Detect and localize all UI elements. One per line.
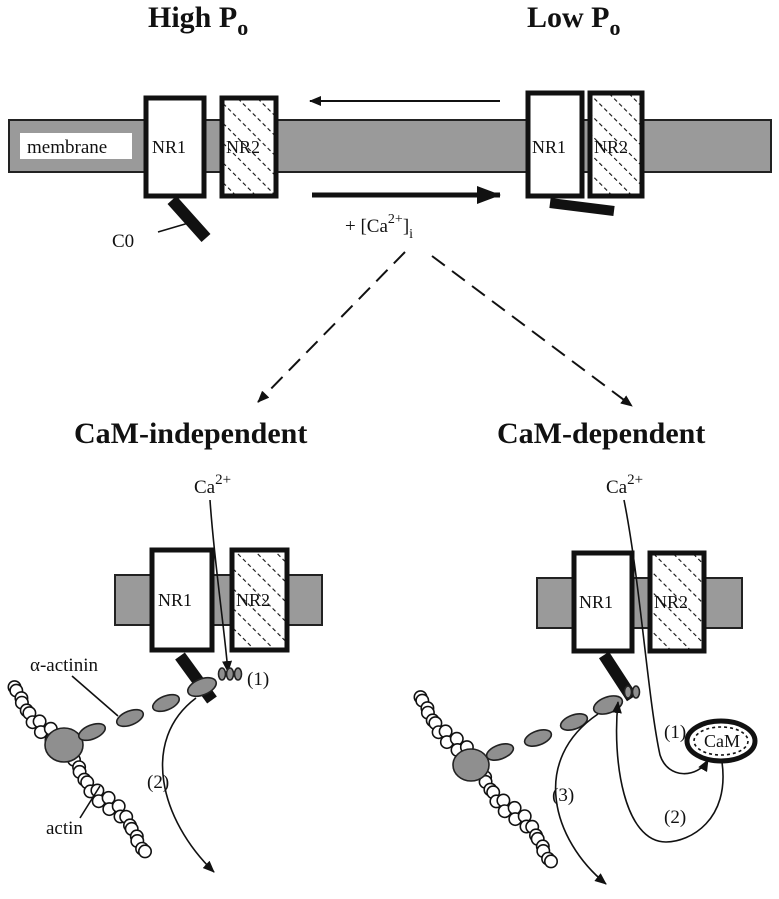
high-po-title: High Po (148, 1, 248, 40)
nr1-label-low-po: NR1 (532, 137, 566, 157)
actin-monomer (138, 844, 153, 859)
step-2-label-left: (2) (147, 772, 169, 793)
nr1-subunit-low-po (525, 90, 585, 199)
actin-pointer-left (79, 785, 101, 819)
c0-label: C0 (112, 231, 134, 252)
nr1-subunit-high-po (143, 95, 207, 199)
alpha-actinin-pointer (71, 675, 119, 717)
nr1-label-right: NR1 (579, 592, 613, 612)
c0-pointer-line (157, 221, 193, 233)
alpha-actinin-label: α-actinin (30, 655, 98, 676)
nr2-label-left: NR2 (236, 590, 270, 610)
dissociation-arrow-left (161, 697, 215, 873)
nr2-label-high-po: NR2 (226, 137, 260, 157)
step-3-label-right: (3) (552, 785, 574, 806)
calcium-ion-label-right: Ca2+ (606, 472, 643, 498)
actinin-ef-hand (217, 667, 227, 681)
step-1-label-left: (1) (247, 669, 269, 690)
cam-dependent-panel: NR1 NR2 Ca2+ CaM (1) (2) (3) (413, 472, 758, 885)
nr2-subunit-left (229, 547, 290, 653)
step-2-label-right: (2) (664, 807, 686, 828)
nr1-subunit-right (571, 550, 635, 654)
calcium-ion-label-left: Ca2+ (194, 472, 231, 498)
nr1-label-high-po: NR1 (152, 137, 186, 157)
c0-tail-high-po (167, 195, 211, 243)
nr2-subunit-high-po (219, 95, 279, 199)
nr2-label-right: NR2 (654, 592, 688, 612)
actinin-spectrin-repeat (151, 693, 181, 713)
nr1-subunit-left (149, 547, 215, 653)
actinin-head-right (452, 748, 490, 782)
nr2-label-low-po: NR2 (594, 137, 628, 157)
step-1-label-right: (1) (664, 722, 686, 743)
actinin-head-left (44, 727, 84, 763)
calmodulin-inner-ring (693, 726, 749, 756)
low-po-title: Low Po (527, 1, 621, 40)
actinin-spectrin-repeat (559, 713, 589, 731)
calcium-trigger-label: + [Ca2+]i (345, 212, 413, 242)
actinin-ef-hand (623, 685, 633, 699)
calcium-to-cam-arrow (623, 499, 709, 775)
cam-independent-title: CaM-independent (74, 417, 307, 450)
calcium-influx-arrow-left (209, 499, 233, 673)
nr2-subunit-low-po (587, 90, 645, 199)
actin-label: actin (46, 818, 83, 839)
branch-arrow-cam-dependent (431, 255, 633, 407)
actin-monomer (543, 854, 558, 869)
calmodulin-oval (684, 718, 758, 764)
nr2-subunit-right (647, 550, 707, 654)
actinin-ef-hand (233, 667, 243, 681)
branch-arrow-cam-independent (257, 251, 406, 403)
actinin-spectrin-repeat (77, 722, 107, 742)
membrane-label-box (20, 133, 132, 159)
actinin-spectrin-repeat (523, 729, 553, 747)
nr1-label-left: NR1 (158, 590, 192, 610)
actinin-spectrin-repeat (592, 695, 624, 715)
calmodulin-label: CaM (704, 731, 740, 751)
actinin-spectrin-repeat (186, 676, 218, 698)
dissociation-arrow-right (554, 713, 607, 885)
actinin-ef-hand (631, 685, 641, 699)
cam-to-nr1-arrow (611, 701, 724, 843)
cam-independent-panel: NR1 NR2 Ca2+ α-actinin actin (1) (2) (7, 472, 323, 873)
c0-tail-low-po (549, 198, 615, 216)
actin-filament-right (413, 690, 558, 869)
actinin-spectrin-repeat (485, 743, 515, 761)
actinin-ef-hand (225, 667, 235, 681)
cam-dependent-title: CaM-dependent (497, 417, 705, 450)
actinin-spectrin-repeat (115, 708, 145, 728)
actin-filament-left (7, 680, 153, 859)
membrane-label: membrane (27, 137, 107, 158)
